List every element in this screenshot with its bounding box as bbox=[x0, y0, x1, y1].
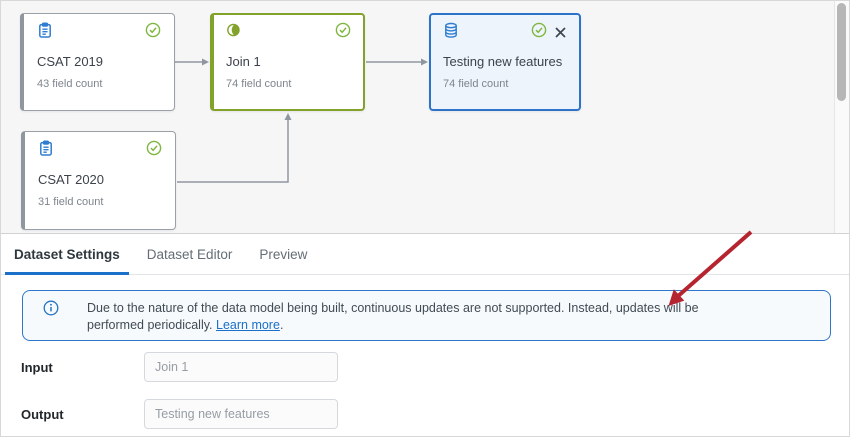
output-label: Output bbox=[21, 406, 64, 422]
learn-more-link[interactable]: Learn more bbox=[216, 318, 280, 332]
tab-label: Dataset Editor bbox=[146, 246, 233, 262]
input-row: Input bbox=[21, 352, 849, 382]
node-testing-new-features[interactable]: Testing new features 74 field count bbox=[429, 13, 581, 111]
node-field-count: 31 field count bbox=[38, 196, 104, 208]
node-title: CSAT 2019 bbox=[37, 54, 104, 69]
clipboard-icon bbox=[37, 21, 53, 44]
tab-dataset-settings[interactable]: Dataset Settings bbox=[5, 234, 129, 275]
tab-preview[interactable]: Preview bbox=[250, 234, 316, 274]
info-icon bbox=[23, 291, 87, 340]
close-icon[interactable] bbox=[554, 26, 567, 39]
node-csat-2020[interactable]: CSAT 2020 31 field count bbox=[21, 131, 176, 230]
panel-tabbar: Dataset Settings Dataset Editor Preview bbox=[1, 234, 849, 275]
info-banner: Due to the nature of the data model bein… bbox=[22, 290, 831, 341]
tab-label: Dataset Settings bbox=[14, 246, 120, 262]
check-circle-icon bbox=[146, 140, 162, 161]
banner-message: Due to the nature of the data model bein… bbox=[87, 301, 699, 332]
canvas-scrollbar-thumb[interactable] bbox=[837, 3, 846, 101]
check-circle-icon bbox=[335, 22, 351, 43]
node-csat-2019[interactable]: CSAT 2019 43 field count bbox=[20, 13, 175, 111]
input-label: Input bbox=[21, 359, 53, 375]
database-icon bbox=[443, 22, 459, 44]
node-join-1[interactable]: Join 1 74 field count bbox=[210, 13, 365, 111]
check-circle-icon bbox=[145, 22, 161, 43]
output-row: Output bbox=[21, 399, 849, 429]
node-title: Testing new features bbox=[443, 54, 563, 69]
info-banner-text: Due to the nature of the data model bein… bbox=[87, 291, 732, 340]
banner-message-suffix: . bbox=[279, 318, 284, 332]
check-circle-icon bbox=[531, 22, 547, 43]
canvas-scrollbar-track[interactable] bbox=[834, 1, 849, 233]
output-field[interactable] bbox=[144, 399, 338, 429]
tab-dataset-editor[interactable]: Dataset Editor bbox=[138, 234, 242, 274]
tab-label: Preview bbox=[259, 246, 308, 262]
node-field-count: 74 field count bbox=[443, 78, 509, 90]
node-title: Join 1 bbox=[226, 54, 261, 69]
flow-canvas[interactable]: CSAT 2019 43 field count Join 1 74 field… bbox=[1, 1, 849, 234]
node-field-count: 74 field count bbox=[226, 78, 292, 90]
dataset-panel: Dataset Settings Dataset Editor Preview … bbox=[1, 234, 849, 436]
input-field[interactable] bbox=[144, 352, 338, 382]
node-connectors bbox=[175, 58, 428, 183]
clipboard-icon bbox=[38, 139, 54, 162]
join-icon bbox=[226, 22, 243, 43]
node-title: CSAT 2020 bbox=[38, 172, 105, 187]
node-field-count: 43 field count bbox=[37, 78, 103, 90]
